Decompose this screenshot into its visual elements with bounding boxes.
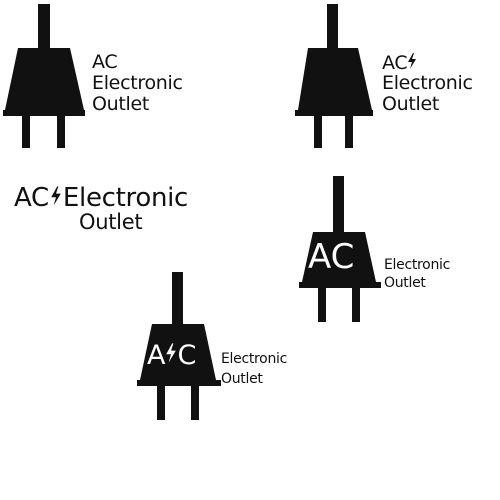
logo-3-line1-group: AC Electronic [14, 185, 188, 211]
plug-icon [299, 176, 381, 322]
logo-2-line1: Electronic [382, 72, 473, 94]
logo-3-line2: Outlet [79, 210, 143, 234]
plug-icon [3, 4, 85, 148]
logo-variant-4: AC Electronic Outlet [296, 172, 500, 327]
logo-5-line1: Electronic [221, 351, 288, 367]
logo-3-ac: AC [14, 183, 49, 213]
lightning-bolt-icon [51, 186, 61, 206]
logo-4-line2: Outlet [384, 275, 426, 291]
lightning-bolt-icon [408, 53, 417, 69]
logo-variant-1: AC Electronic Outlet [0, 0, 200, 150]
logo-1-line2: Outlet [92, 93, 150, 115]
logo-5-a: A [147, 340, 166, 371]
logo-4-ac: AC [308, 237, 355, 277]
logo-2-ac-group: AC [382, 53, 417, 73]
logo-5-line2: Outlet [221, 371, 263, 387]
logo-2-line2: Outlet [382, 93, 440, 115]
plug-icon [137, 272, 221, 420]
logo-variant-2: AC Electronic Outlet [290, 0, 500, 150]
logo-variant-3: AC Electronic Outlet [14, 185, 254, 245]
logo-5-c: C [177, 340, 197, 371]
plug-icon [295, 4, 373, 148]
logo-1-ac: AC [92, 51, 118, 73]
logo-1-line1: Electronic [92, 72, 183, 94]
logo-4-line1: Electronic [384, 257, 451, 273]
logo-3-line1: Electronic [62, 183, 189, 213]
lightning-bolt-icon [166, 343, 177, 363]
logo-2-ac: AC [382, 52, 408, 74]
